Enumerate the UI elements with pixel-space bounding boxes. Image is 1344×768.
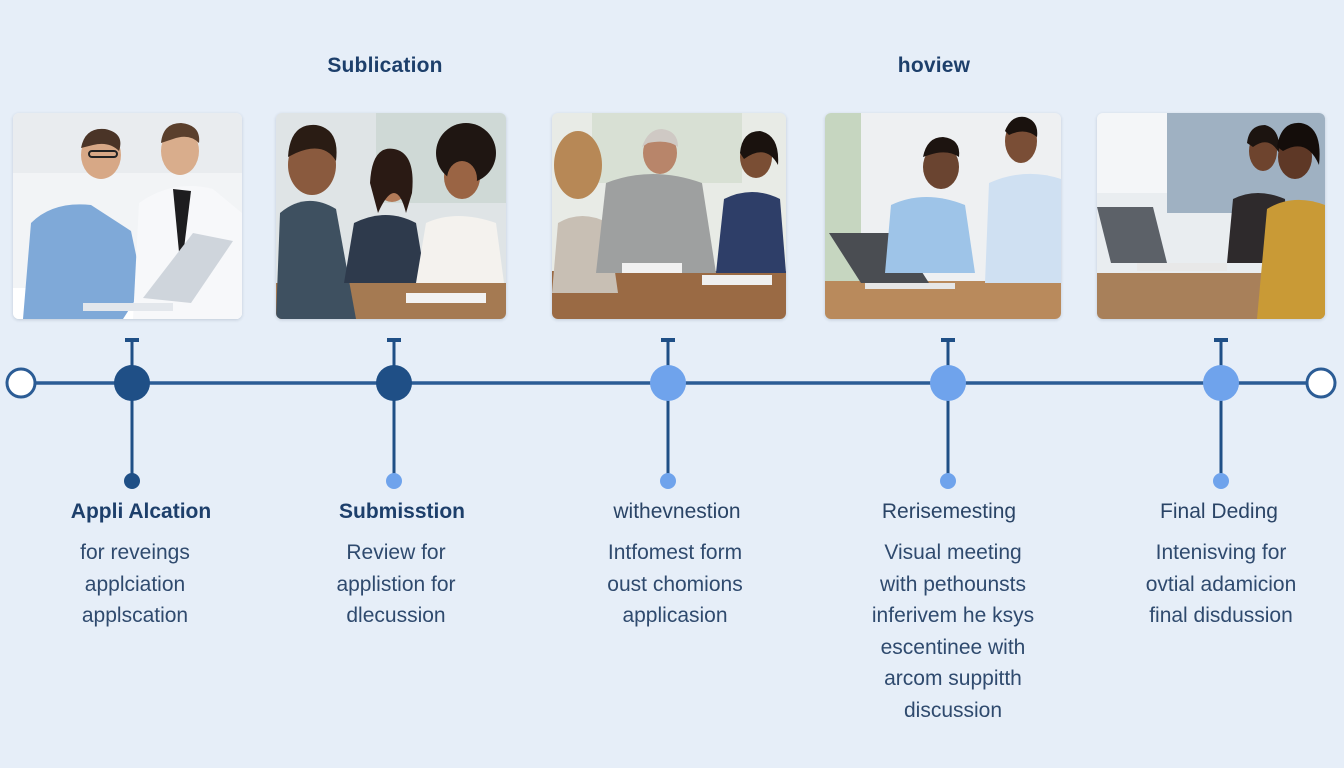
step-5-line: ovtial adamicion — [1145, 572, 1297, 596]
step-3-title: withevnestion — [613, 500, 741, 523]
photo-step-2 — [276, 113, 506, 319]
step-4-line: with pethounsts — [880, 572, 1026, 596]
step-4-line: arcom suppitth — [884, 667, 1022, 690]
timeline-start-ring — [5, 367, 37, 399]
photo-step-1 — [13, 113, 242, 319]
timeline-node-2 — [376, 338, 412, 489]
step-2-description: Review for applistion for dlecussion — [286, 537, 506, 632]
step-1-line: applciation — [84, 572, 186, 596]
step-5-description: Intenisving for ovtial adamicion final d… — [1111, 537, 1331, 632]
step-2-line: applistion for — [336, 572, 456, 596]
step-5-title: Final Deding — [1160, 500, 1278, 523]
timeline-node-5 — [1203, 338, 1239, 489]
step-4-title: Rerisemesting — [881, 500, 1017, 523]
step-2-title: Submisstion — [338, 500, 465, 523]
timeline-end-ring — [1305, 367, 1337, 399]
step-3-line: applicasion — [622, 604, 728, 627]
step-5-line: final disdussion — [1149, 604, 1293, 627]
step-3-line: oust chomions — [607, 572, 743, 596]
step-1-line: for reveings — [80, 541, 190, 564]
step-3-line: Intfomest form — [607, 541, 743, 564]
step-2-line: Review for — [346, 541, 446, 564]
step-3-description: Intfomest form oust chomions applicasion — [565, 537, 785, 632]
step-4-description: Visual meeting with pethounsts inferivem… — [843, 537, 1063, 726]
heading-sublication: Sublication — [327, 54, 443, 77]
step-1-line: applscation — [81, 604, 189, 627]
timeline-node-3 — [650, 338, 686, 489]
timeline-node-1 — [114, 338, 150, 489]
step-5-line: Intenisving for — [1155, 541, 1287, 564]
heading-hoview: hoview — [897, 54, 971, 77]
photo-step-4 — [825, 113, 1061, 319]
photo-step-3 — [552, 113, 786, 319]
step-2-line: dlecussion — [346, 604, 446, 627]
step-1-description: for reveings applciation applscation — [25, 537, 245, 632]
step-4-line: inferivem he ksys — [871, 604, 1035, 627]
timeline-node-4 — [930, 338, 966, 489]
step-4-line: Visual meeting — [884, 541, 1022, 564]
step-1-title: Appli Alcation — [70, 500, 212, 523]
step-4-line: escentinee with — [880, 635, 1026, 659]
step-4-line: discussion — [903, 698, 1003, 722]
timeline-track — [5, 338, 1337, 489]
photo-step-5 — [1097, 113, 1325, 319]
